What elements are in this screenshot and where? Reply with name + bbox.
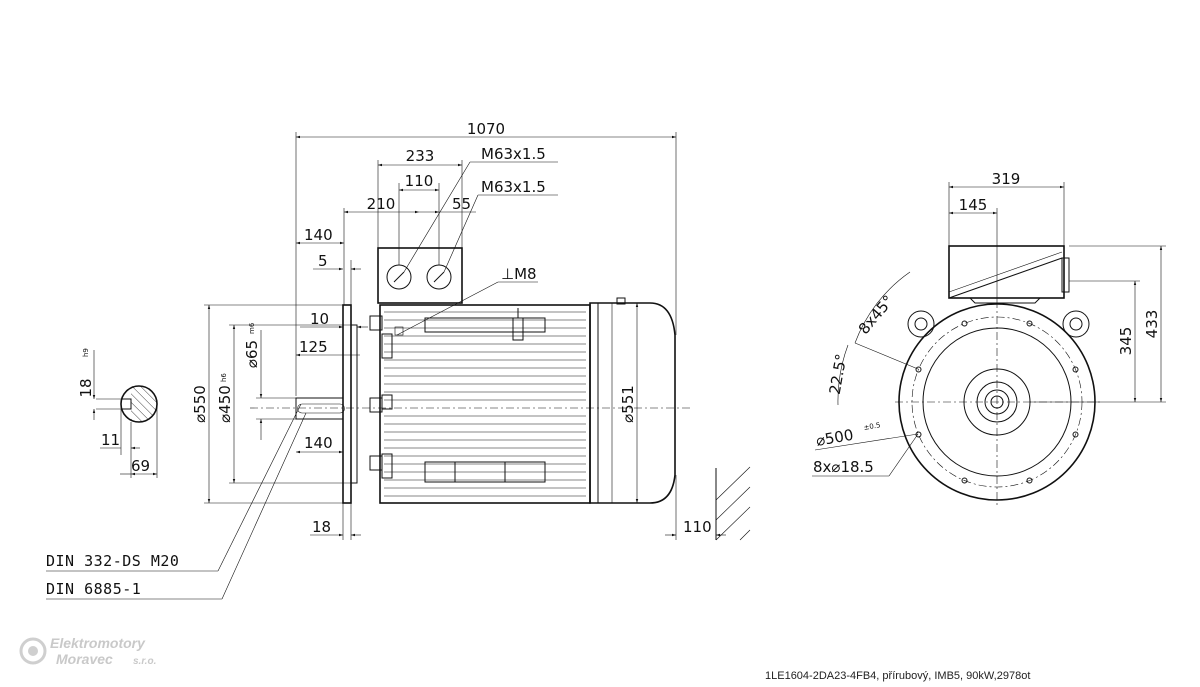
key-length-label: 140 bbox=[304, 434, 333, 452]
key-standard-label: DIN 6885-1 bbox=[46, 580, 141, 598]
box-offset-label: 210 bbox=[367, 195, 396, 213]
shaft-tol-label: m6 bbox=[248, 322, 256, 334]
end-view-terminal-box bbox=[948, 245, 1065, 299]
flange-thickness-label: 5 bbox=[318, 252, 328, 270]
end-box-width-label: 319 bbox=[992, 170, 1021, 188]
flange bbox=[342, 304, 352, 504]
logo-line1: Elektromotory bbox=[50, 635, 146, 651]
spigot-tol-label: h6 bbox=[220, 373, 228, 382]
holes-label: 8x⌀18.5 bbox=[813, 458, 874, 476]
flange-dia-label: ⌀550 bbox=[191, 385, 209, 423]
height-433-label: 433 bbox=[1143, 310, 1161, 339]
end-view: 319 145 345 433 8x45° 22.5° ⌀500 ±0.5 8x… bbox=[812, 170, 1166, 505]
fan-cover-dia-label: ⌀551 bbox=[619, 385, 637, 423]
pcd-tol-label: ±0.5 bbox=[863, 421, 881, 432]
foot-clearance-label: 110 bbox=[683, 518, 712, 536]
flange-to-box-label: 140 bbox=[304, 226, 333, 244]
box-width-label: 233 bbox=[406, 147, 435, 165]
key-depth-label: 11 bbox=[101, 431, 120, 449]
pcd-label: ⌀500 bbox=[815, 426, 855, 450]
spigot-step-label: 10 bbox=[310, 310, 329, 328]
terminal-box bbox=[377, 247, 463, 304]
shaft-height-label: 69 bbox=[131, 457, 150, 475]
gland-offset-label: 55 bbox=[452, 195, 471, 213]
earth-bolt-label: ⊥M8 bbox=[501, 265, 537, 283]
spigot-dia-label: ⌀450 bbox=[216, 385, 234, 423]
logo-line3: s.r.o. bbox=[133, 656, 156, 667]
motor-body bbox=[379, 304, 591, 504]
lifting-eye bbox=[512, 317, 524, 341]
shaft-length-label: 125 bbox=[299, 338, 328, 356]
fan-cover bbox=[589, 302, 676, 504]
flange-offset-label: 18 bbox=[312, 518, 331, 536]
company-logo: Elektromotory Moravec s.r.o. bbox=[19, 635, 156, 667]
shaft bbox=[295, 397, 344, 420]
side-view: 1070 233 110 210 55 M63x1.5 M63x1.5 140 … bbox=[46, 120, 751, 600]
end-box-offset-label: 145 bbox=[959, 196, 988, 214]
chamfer-label: 8x45° bbox=[855, 292, 898, 338]
overall-length-label: 1070 bbox=[467, 120, 505, 138]
height-345-label: 345 bbox=[1117, 327, 1135, 356]
gland-2-label: M63x1.5 bbox=[481, 178, 546, 196]
key-width-label: 18 bbox=[77, 378, 95, 397]
shaft-section-view: 18 h9 11 69 bbox=[77, 348, 158, 478]
key-tol-label: h9 bbox=[82, 348, 90, 357]
gland-spacing-label: 110 bbox=[405, 172, 434, 190]
gland-1-label: M63x1.5 bbox=[481, 145, 546, 163]
angle-label: 22.5° bbox=[826, 352, 851, 395]
cooling-fins bbox=[384, 311, 586, 497]
shaft-thread-label: DIN 332-DS M20 bbox=[46, 552, 179, 570]
gear-icon bbox=[19, 637, 47, 665]
logo-line2: Moravec bbox=[56, 651, 113, 667]
drawing-caption: 1LE1604-2DA23-4FB4, přírubový, IMB5, 90k… bbox=[765, 670, 1030, 682]
shaft-dia-label: ⌀65 bbox=[243, 340, 261, 368]
